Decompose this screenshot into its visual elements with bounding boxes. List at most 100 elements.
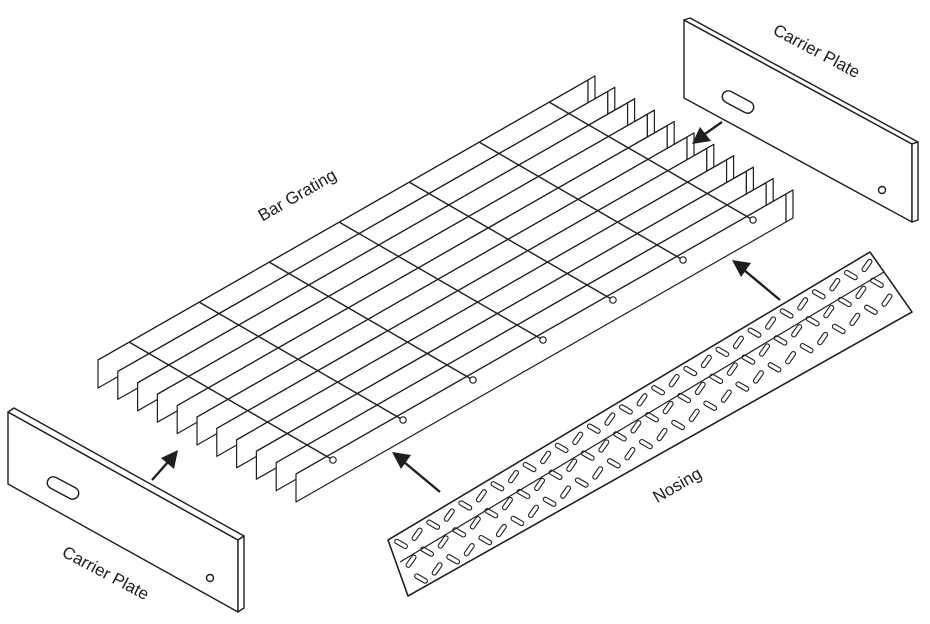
nosing-diamond-mark <box>405 554 417 568</box>
nosing-diamond-mark <box>534 477 546 492</box>
nosing-diamond-mark <box>732 335 744 349</box>
nosing-diamond-mark <box>484 508 499 519</box>
nosing-diamond-mark <box>586 423 601 434</box>
nosing-diamond-mark <box>651 385 666 396</box>
nosing-diamond-mark <box>735 381 750 392</box>
bearing-bar-end <box>785 189 794 223</box>
arrow-carrier-plate-bottom <box>151 450 178 481</box>
nosing-diamond-mark <box>507 469 520 484</box>
cross-rod-end <box>399 416 407 424</box>
nosing-diamond-mark <box>785 351 797 365</box>
nosing-diamond-mark <box>831 323 846 335</box>
nosing-diamond-mark <box>572 431 584 445</box>
nosing-diamond-mark <box>612 431 627 442</box>
nosing-diamond-mark <box>431 562 443 576</box>
nosing-diamond-mark <box>463 543 475 557</box>
cross-rod <box>408 181 614 301</box>
cross-rod-end <box>749 216 757 224</box>
nosing-diamond-mark <box>542 496 557 507</box>
nosing-diamond-mark <box>799 342 814 354</box>
cross-rod <box>548 101 754 221</box>
nosing-diamond-mark <box>446 554 461 565</box>
cross-rod-end <box>469 376 477 384</box>
arrow-nosing-top <box>732 260 781 301</box>
nosing-diamond-mark <box>662 400 674 415</box>
nosing-diamond-mark <box>394 538 408 550</box>
nosing-diamond-mark <box>720 389 732 403</box>
cross-rods <box>128 101 757 464</box>
nosing-diamond-mark <box>420 546 435 557</box>
nosing-diamond-mark <box>458 500 473 511</box>
cross-rod-end <box>539 336 547 344</box>
nosing-diamond-mark <box>598 439 610 453</box>
cross-rod <box>128 341 334 461</box>
cross-rod <box>268 261 474 381</box>
arrow-nosing-bottom <box>392 452 441 493</box>
nosing-diamond-mark <box>411 527 423 541</box>
nosing-diamond-mark <box>592 466 604 480</box>
nosing-diamond-mark <box>548 469 563 480</box>
nosing-diamond-mark <box>566 458 578 472</box>
nosing-diamond-mark <box>554 442 569 454</box>
nosing-diamond-mark <box>843 269 858 281</box>
nosing-diamond-mark <box>580 450 595 461</box>
bar-grating <box>97 75 794 503</box>
slot-hole-top <box>721 90 755 114</box>
cross-rod <box>198 301 404 421</box>
nosing-diamond-mark <box>703 400 718 411</box>
nosing-diamond-mark <box>501 496 513 511</box>
nosing-diamond-mark <box>752 370 764 384</box>
nosing-diamond-mark <box>636 393 648 407</box>
nosing-diamond-mark <box>726 362 738 376</box>
nosing-diamond-mark <box>855 285 867 300</box>
nosing-diamond-mark <box>630 420 642 434</box>
nosing-diamond-mark <box>604 412 616 426</box>
nosing-diamond-mark <box>645 412 659 423</box>
nosing-diamond-mark <box>522 461 537 473</box>
nosing-diamond-mark <box>773 335 788 346</box>
cross-rod <box>478 141 684 261</box>
nosing-diamond-mark <box>767 362 782 373</box>
nosing-diamond-mark <box>829 277 841 292</box>
slot-hole-bottom <box>46 476 80 500</box>
nosing-diamond-mark <box>490 481 505 492</box>
bar-grating-label: Bar Grating <box>255 165 340 225</box>
nosing-diamond-mark <box>683 365 698 377</box>
bolt-hole-top <box>877 185 887 195</box>
nosing-diamond-mark <box>817 331 829 346</box>
nosing-diamond-mark <box>758 343 771 357</box>
nosing-diamond-mark <box>861 258 873 273</box>
nosing-diamond-mark <box>811 289 826 300</box>
nosing-diamond-mark <box>478 534 493 546</box>
cross-rod-end <box>329 456 337 464</box>
nosing-diamond-mark <box>414 573 428 584</box>
cross-rod-end <box>679 256 687 264</box>
nosing-diamond-mark <box>677 392 692 404</box>
carrier-plate-top <box>683 17 919 223</box>
nosing-diamond-mark <box>823 304 835 319</box>
nosing-diamond-mark <box>510 515 525 527</box>
nosing-diamond-mark <box>574 477 589 488</box>
nosing-diamond-mark <box>700 354 712 369</box>
nosing-diamond-mark <box>688 408 700 423</box>
nosing-diamond-mark <box>619 404 633 415</box>
nosing-diamond-mark <box>540 450 552 465</box>
nosing-diamond-mark <box>715 346 730 358</box>
bolt-hole-bottom <box>205 573 215 583</box>
nosing-diamond-mark <box>741 354 756 365</box>
nosing-diamond-mark <box>475 489 487 503</box>
nosing-diamond-pattern <box>394 258 893 584</box>
nosing-diamond-mark <box>606 458 621 469</box>
nosing-diamond-mark <box>527 504 540 519</box>
arrow-carrier-plate-top <box>692 121 723 144</box>
nosing-diamond-mark <box>516 488 531 500</box>
nosing-diamond-mark <box>443 508 455 522</box>
nosing-diamond-mark <box>668 373 680 388</box>
cross-rod <box>338 221 544 341</box>
nosing-diamond-mark <box>495 523 507 538</box>
nosing-diamond-mark <box>797 297 809 311</box>
nosing-diamond-mark <box>624 447 636 461</box>
nosing-diamond-mark <box>426 519 441 530</box>
nosing-diamond-mark <box>452 527 467 538</box>
